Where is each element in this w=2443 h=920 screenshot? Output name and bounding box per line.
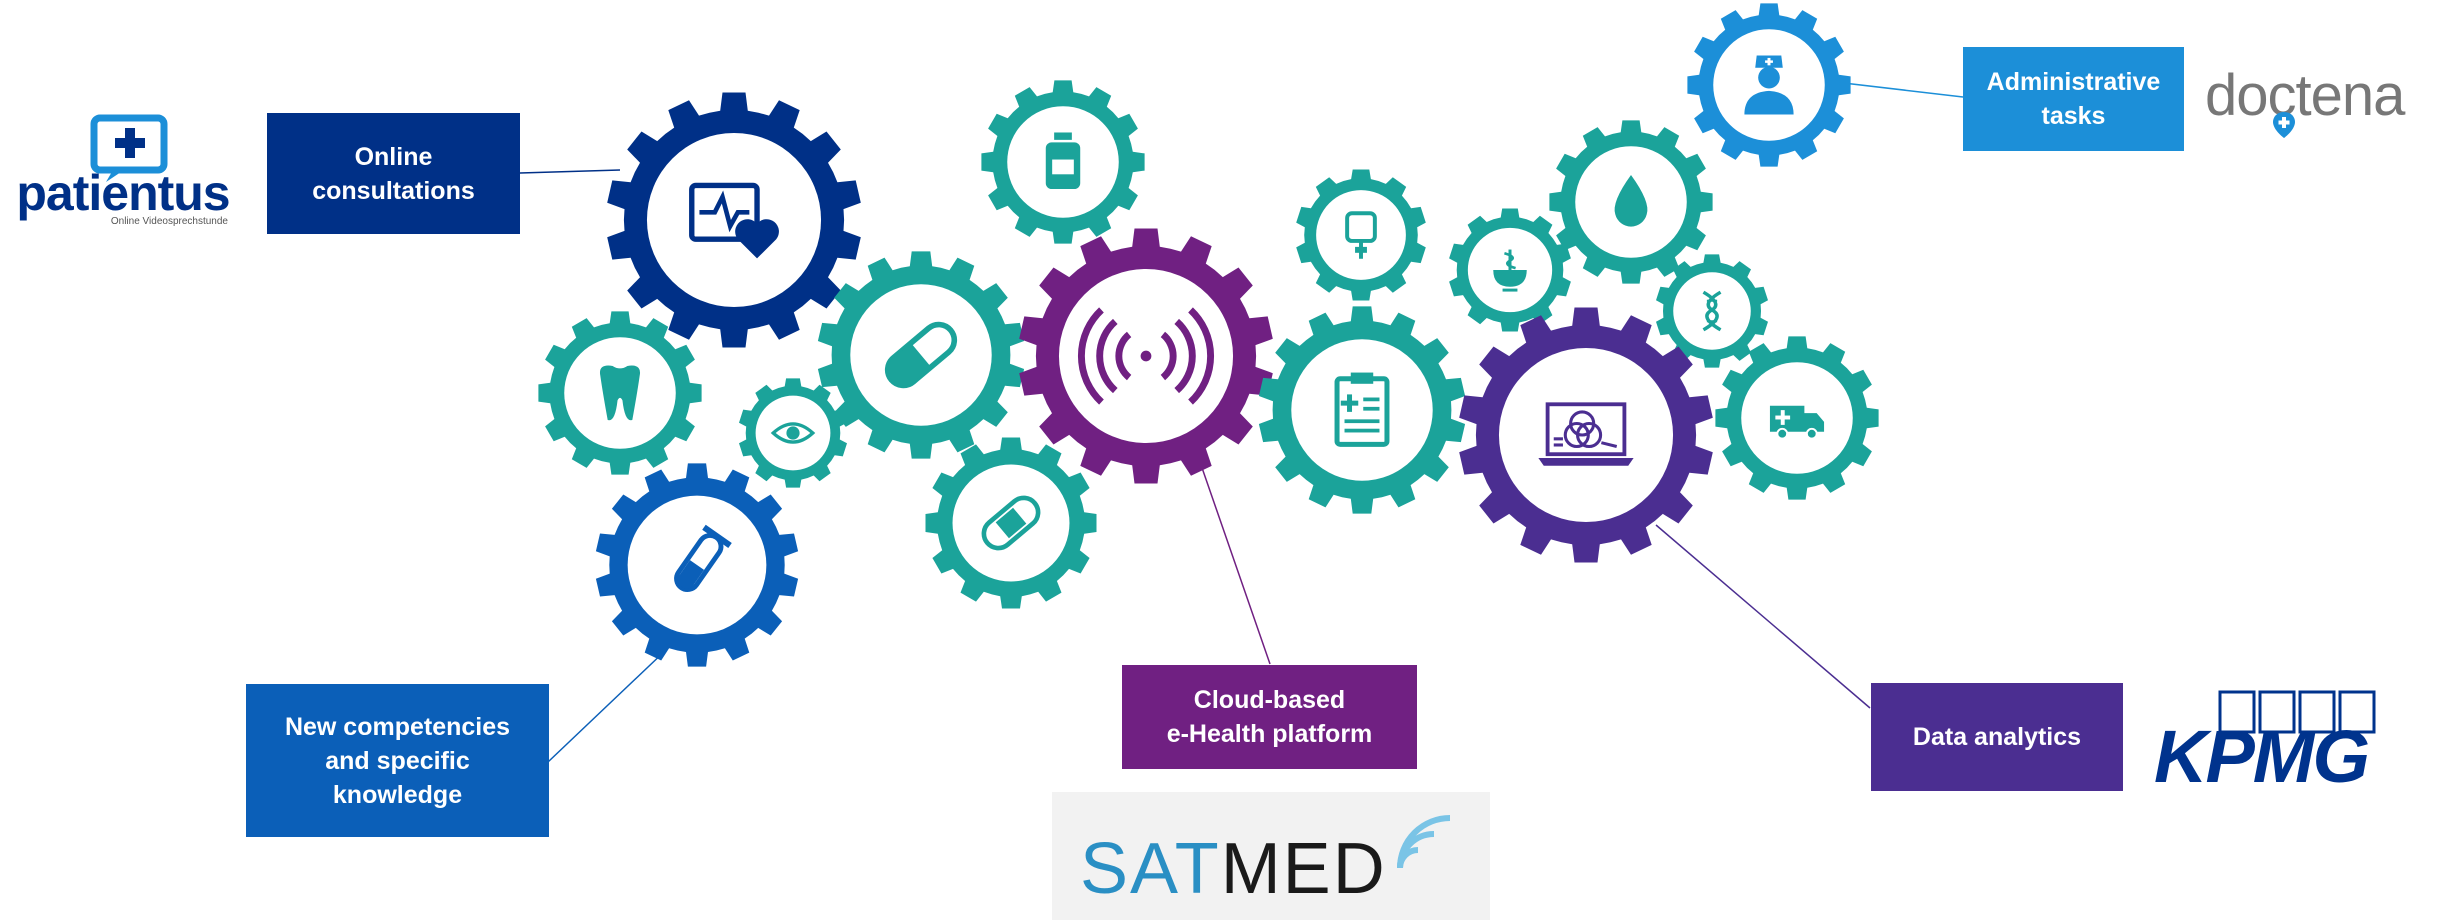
laptop-analytics-icon	[1538, 402, 1634, 466]
nurse-icon	[1744, 55, 1794, 115]
satmed-signal-icon	[1397, 815, 1451, 869]
administrative-tasks-box: Administrative tasks	[1963, 47, 2184, 151]
doctena-logo: doctena	[2205, 62, 2435, 138]
online-consultations-box: Online consultations	[267, 113, 520, 234]
connector-data-analytics	[1655, 524, 1871, 709]
satmed-wordmark: SATMED	[1080, 828, 1387, 910]
bandage-icon	[981, 495, 1041, 551]
patientus-logo: patientus Online Videosprechstunde	[8, 112, 238, 227]
patientus-wordmark: patientus	[16, 165, 230, 221]
new-competencies-box: New competencies and specific knowledge	[246, 684, 549, 837]
clipboard-icon	[1334, 372, 1390, 447]
connector-new-competencies	[547, 647, 669, 763]
new-competencies-line-3: knowledge	[332, 780, 463, 809]
patientus-tagline: Online Videosprechstunde	[110, 216, 228, 227]
data-analytics-box: Data analytics	[1871, 683, 2123, 791]
satmed-sat: SAT	[1080, 829, 1221, 909]
kpmg-logo: KPMG	[2150, 690, 2390, 798]
satmed-logo: SATMED	[1052, 792, 1490, 920]
administrative-line-2: tasks	[2041, 102, 2106, 130]
dna-icon	[1702, 290, 1722, 332]
doctena-pin-icon	[2273, 112, 2295, 138]
connector-online-consultations	[519, 169, 621, 174]
satmed-med: MED	[1220, 829, 1387, 909]
cloud-platform-line-1: Cloud-based	[1193, 686, 1346, 714]
cloud-platform-line-2: e-Health platform	[1166, 720, 1373, 748]
cloud-platform-box: Cloud-based e-Health platform	[1122, 665, 1417, 769]
kpmg-wordmark: KPMG	[2154, 715, 2370, 798]
pill-icon	[884, 321, 958, 389]
pharmacy-icon	[1493, 249, 1527, 292]
online-consultations-line-1: Online	[354, 142, 433, 171]
gear-center-iv-bag	[1316, 190, 1406, 280]
patientus-monitor-icon	[90, 114, 168, 182]
online-consultations-line-2: consultations	[312, 176, 475, 205]
drop-icon	[1614, 174, 1648, 227]
doctena-wordmark: doctena	[2205, 63, 2405, 128]
heart-monitor-icon	[689, 182, 779, 259]
eye-icon	[770, 422, 816, 444]
ambulance-icon	[1769, 405, 1825, 440]
kpmg-boxes-icon	[2218, 690, 2376, 734]
icons-layer	[599, 55, 1825, 592]
tooth-icon	[599, 365, 641, 421]
medicine-bottle-icon	[1045, 132, 1081, 190]
administrative-line-1: Administrative	[1986, 68, 2161, 96]
gear-center-clipboard	[1291, 339, 1433, 481]
iv-bag-icon	[1345, 211, 1377, 259]
signal-icon	[1077, 307, 1215, 405]
connector-cloud-platform	[1199, 461, 1271, 665]
test-tube-icon	[674, 524, 732, 592]
new-competencies-line-1: New competencies	[284, 712, 511, 741]
new-competencies-line-2: and specific	[325, 746, 470, 775]
data-analytics-line-1: Data analytics	[1912, 723, 2082, 751]
